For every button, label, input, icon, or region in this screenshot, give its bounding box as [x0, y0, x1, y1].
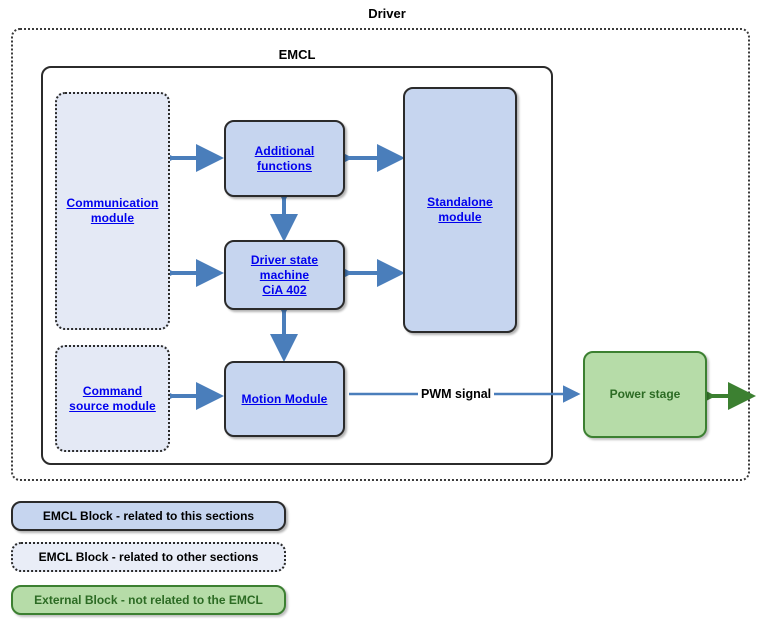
- emcl-title: EMCL: [278, 47, 316, 62]
- legend-emcl-this-sections: EMCL Block - related to this sections: [11, 501, 286, 531]
- communication-module-label-line1: Communication: [66, 196, 159, 210]
- block-additional-functions[interactable]: Additional functions: [224, 120, 345, 197]
- pwm-signal-label-wrap: PWM signal: [418, 385, 495, 403]
- driver-state-machine-label-line2: machine: [259, 267, 310, 282]
- command-source-module-label-line1: Command: [82, 383, 143, 398]
- driver-state-machine-label-line1: Driver state: [250, 252, 319, 267]
- block-motion-module[interactable]: Motion Module: [224, 361, 345, 437]
- additional-functions-label-line2: functions: [257, 158, 312, 173]
- legend-external-block-label: External Block - not related to the EMCL: [34, 593, 263, 607]
- command-source-module-label-line2: source module: [69, 398, 156, 413]
- standalone-module-label-line2: module: [438, 210, 482, 224]
- communication-module-label: Communication module: [67, 196, 159, 226]
- legend-emcl-this-sections-label: EMCL Block - related to this sections: [42, 509, 255, 523]
- emcl-container: [41, 66, 553, 465]
- additional-functions-label: Additional functions: [255, 144, 315, 174]
- motion-module-label: Motion Module: [241, 391, 328, 406]
- driver-state-machine-label: Driver state machine CiA 402: [251, 253, 318, 298]
- driver-title: Driver: [368, 6, 406, 21]
- power-stage-label: Power stage: [609, 387, 681, 401]
- standalone-module-label-line1: Standalone: [427, 195, 493, 209]
- driver-state-machine-label-line3: CiA 402: [262, 282, 307, 297]
- block-standalone-module[interactable]: Standalone module: [403, 87, 517, 333]
- command-source-module-label: Command source module: [69, 384, 156, 414]
- standalone-module-label: Standalone module: [427, 195, 493, 225]
- legend-emcl-other-sections: EMCL Block - related to other sections: [11, 542, 286, 572]
- legend-emcl-other-sections-label: EMCL Block - related to other sections: [38, 550, 259, 564]
- block-communication-module[interactable]: Communication module: [55, 92, 170, 330]
- driver-container: [11, 28, 750, 481]
- block-power-stage[interactable]: Power stage: [583, 351, 707, 438]
- additional-functions-label-line1: Additional: [254, 143, 315, 158]
- block-driver-state-machine[interactable]: Driver state machine CiA 402: [224, 240, 345, 310]
- communication-module-label-line2: module: [90, 211, 135, 225]
- legend-external-block: External Block - not related to the EMCL: [11, 585, 286, 615]
- block-command-source-module[interactable]: Command source module: [55, 345, 170, 452]
- pwm-signal-label: PWM signal: [418, 387, 495, 401]
